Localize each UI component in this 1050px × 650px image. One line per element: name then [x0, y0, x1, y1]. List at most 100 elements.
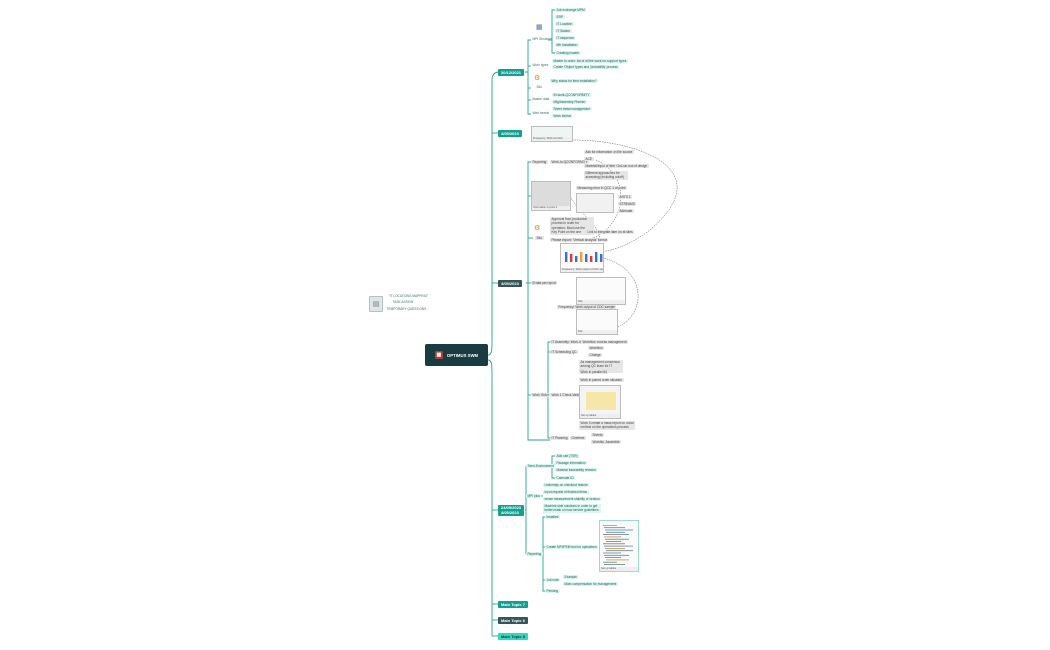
leaf-node[interactable]: Job exchange MPM: [555, 8, 587, 13]
leaf-node[interactable]: Change: [588, 353, 603, 358]
connector-line: [527, 283, 550, 441]
leaf-node[interactable]: Overtime: [570, 436, 586, 441]
leaf-node[interactable]: Workflow: [581, 340, 598, 345]
group-node[interactable]: Sito: [535, 236, 544, 241]
leaf-node[interactable]: Alternate: [618, 209, 634, 214]
branch-topic[interactable]: Main Topic 7: [498, 601, 528, 608]
connector-line: [548, 9, 555, 41]
branch-topic[interactable]: Main Topic 8: [498, 633, 528, 640]
leaf-node[interactable]: Example: [563, 575, 579, 580]
leaf-node[interactable]: ARTS 1: [618, 195, 633, 200]
leaf-node[interactable]: Creating master: [555, 51, 581, 56]
photo-image[interactable]: Information in-point 1: [531, 181, 571, 211]
branch-topic[interactable]: 4/05/2023: [498, 130, 522, 137]
relationship-line: [591, 255, 639, 331]
leaf-node[interactable]: Frequency: Work output of CDC sample: [557, 305, 617, 310]
leaf-node[interactable]: Workflow: [588, 346, 605, 351]
mini-bar-chart: [565, 252, 603, 262]
leaf-node[interactable]: Job note: [545, 578, 561, 583]
leaf-node[interactable]: Work format: [552, 114, 573, 119]
leaf-node[interactable]: Input request of finished items: [543, 490, 589, 495]
leaf-node[interactable]: Mfg/Assembly Planner: [552, 100, 587, 105]
diagram-image[interactable]: [576, 193, 614, 213]
leaf-node[interactable]: Different approaches for accessing (incl…: [584, 171, 628, 180]
leaf-node[interactable]: Add use (TSR): [555, 454, 580, 459]
thumbnail-bar: [575, 256, 578, 262]
leaf-node[interactable]: Create 'Object' types and 'probability' …: [552, 65, 620, 70]
connector-line: [487, 359, 493, 636]
leaf-node[interactable]: sense measurement stability of version: [543, 497, 602, 502]
chart-image[interactable]: Frequency: Work output of CDC sample: [560, 243, 604, 273]
leaf-node[interactable]: Key Point on the one: [550, 230, 583, 235]
leaf-node[interactable]: Please export: 'Vertical analysis' forma…: [550, 238, 609, 243]
leaf-node[interactable]: Main compensation for management: [563, 582, 618, 587]
leaf-node[interactable]: Ask for information on the source: [584, 150, 634, 155]
leaf-node[interactable]: Uniformity on checkout feature: [543, 483, 590, 488]
leaf-node[interactable]: IN-work-QCONFORMITY: [552, 93, 591, 98]
leaf-node[interactable]: Workflow: [591, 440, 608, 445]
side-item[interactable]: TEMPORARY QUESTIONS: [386, 307, 427, 311]
group-node[interactable]: Sito: [536, 85, 543, 89]
branch-topic[interactable]: Main Topic 6: [498, 617, 528, 624]
leaf-node[interactable]: Master to order: list of all the work-fo…: [552, 59, 628, 64]
branch-topic[interactable]: 24/05/2023 4/05/2023: [498, 505, 525, 516]
group-node[interactable]: Errata per report: [531, 281, 558, 286]
line-chart-image[interactable]: Site: [576, 309, 618, 335]
leaf-node[interactable]: Material traceability revision: [555, 468, 598, 473]
branch-topic[interactable]: 4/05/2023: [498, 280, 522, 287]
leaf-node[interactable]: Why status for item installation?: [550, 79, 598, 84]
image-caption: Frequency: Work output of CDC sample: [561, 268, 603, 272]
leaf-node[interactable]: Pending: [545, 589, 560, 594]
leaf-node[interactable]: Assemble: [604, 440, 621, 445]
leaf-node[interactable]: Work 3 create a mass report on vocal met…: [579, 421, 635, 430]
group-node[interactable]: Work Order: [531, 393, 551, 398]
leaf-node[interactable]: Work in parallel 84: [579, 370, 609, 375]
leaf-node[interactable]: Installed: [545, 515, 560, 520]
leaf-node[interactable]: Machine side solutions in order to get b…: [543, 504, 601, 513]
leaf-node[interactable]: Link to integrate later on at sites: [586, 230, 635, 235]
group-node[interactable]: MPI Structure: [532, 37, 553, 41]
leaf-node[interactable]: Sheets: [591, 433, 604, 438]
leaf-node[interactable]: IT Station: [555, 29, 572, 34]
leaf-node[interactable]: IT Planning: [550, 436, 570, 441]
leaf-node[interactable]: Out-run tool of design: [615, 164, 649, 169]
root-title: OPTIMUS SWM: [446, 352, 479, 358]
group-node[interactable]: Semi-Environment: [526, 464, 556, 469]
leaf-node[interactable]: Package information: [555, 461, 588, 466]
leaf-node[interactable]: IT sequence: [555, 36, 576, 41]
leaf-node[interactable]: Work in paired order situation: [579, 378, 624, 383]
leaf-node[interactable]: Material/Input of items: [584, 164, 619, 169]
leaf-node[interactable]: ERP: [555, 15, 565, 20]
leaf-node[interactable]: Work-to-QCONFORMITY: [550, 160, 590, 165]
code-image[interactable]: Set up tables: [599, 520, 639, 572]
leaf-node[interactable]: Measuring error in QCC 1 of point: [576, 186, 627, 191]
group-node[interactable]: Web format: [532, 111, 549, 115]
leaf-node[interactable]: Mfr Installation: [555, 43, 579, 48]
leaf-node[interactable]: ACE: [584, 157, 594, 162]
gears-icon: ⚙: [534, 75, 541, 82]
group-node[interactable]: Work types: [532, 63, 549, 67]
leaf-node[interactable]: Create MPI/PEM tool for operations: [545, 545, 599, 550]
line-chart-image[interactable]: Site: [576, 277, 626, 305]
group-node[interactable]: Master data: [532, 97, 550, 101]
screenshot-image[interactable]: Frequency: Work list CDC: [531, 126, 573, 142]
leaf-node[interactable]: IT Location: [555, 22, 574, 27]
leaf-node[interactable]: Work 1 Check-Validation: [550, 393, 588, 398]
side-item[interactable]: TASK ASSIGN: [392, 300, 414, 304]
group-node[interactable]: Reporting: [526, 552, 543, 557]
code-line: [603, 525, 617, 526]
connector-line: [487, 80, 493, 356]
image-caption: Set up tables: [580, 414, 620, 418]
side-item[interactable]: "IT LOCATIONS MAPPING": [388, 294, 429, 298]
table-image[interactable]: Set up tables: [579, 385, 621, 419]
group-node[interactable]: MPI plus: [526, 494, 542, 499]
leaf-node[interactable]: Calendar ID: [555, 476, 576, 481]
group-node[interactable]: Reporting: [531, 160, 548, 165]
branch-topic[interactable]: 30/12/2021: [498, 69, 525, 76]
leaf-node[interactable]: Sheet metal management: [552, 107, 592, 112]
leaf-node[interactable]: STREAMS: [618, 202, 637, 207]
root-topic[interactable]: ▦ OPTIMUS SWM: [425, 344, 488, 366]
leaf-node[interactable]: IT Scheduling QC: [550, 350, 579, 355]
